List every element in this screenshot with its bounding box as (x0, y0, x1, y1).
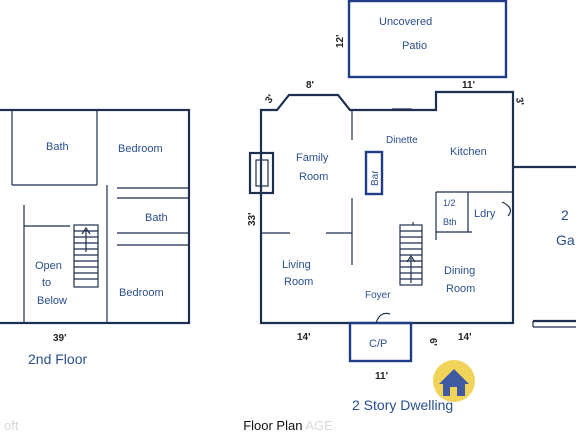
dim-patio-width: 11' (462, 80, 475, 91)
room-bath-1: Bath (46, 141, 69, 153)
caption: oft Floor Plan AGE (0, 418, 576, 433)
room-family-line2: Room (299, 171, 328, 183)
room-family-line1: Family (296, 152, 329, 164)
room-laundry: Ldry (474, 208, 496, 220)
room-bar: Bar (370, 170, 381, 186)
second-floor-plan: Bath Bedroom Bath Open to Below Bedroom … (0, 108, 191, 367)
dim-2nd-floor-width: 39' (53, 333, 67, 344)
room-cp: C/P (369, 338, 387, 350)
room-living-line1: Living (282, 259, 311, 271)
stairs-2nd-floor (73, 224, 99, 288)
fireplace (248, 151, 275, 195)
dim-patio-depth: 12' (335, 34, 346, 48)
dim-kitchen-bump: 3' (513, 97, 525, 107)
room-garage-line2: Ga (556, 232, 575, 248)
room-bath-2: Bath (145, 212, 168, 224)
first-floor-plan: Uncovered Patio 12' 11' 8' 3' 3' 33' Bar (247, 0, 576, 413)
dim-cp-width: 11' (375, 371, 388, 382)
stairs-1st-floor (399, 224, 423, 286)
room-open-to-below-line3: Below (37, 295, 67, 307)
caption-text: Floor Plan (243, 418, 303, 433)
room-garage-line1: 2 (561, 207, 569, 223)
dim-bay-depth: 3' (263, 93, 277, 106)
room-half-bath-line1: 1/2 (443, 198, 456, 208)
house-logo-icon (433, 360, 475, 402)
dim-right-front: 14' (458, 332, 472, 343)
room-dinette: Dinette (386, 135, 418, 146)
dim-bay-width: 8' (306, 80, 314, 91)
second-floor-title: 2nd Floor (28, 351, 87, 367)
room-dining-line2: Room (446, 283, 475, 295)
room-half-bath-line2: Bth (443, 217, 457, 227)
dim-left-front: 14' (297, 332, 311, 343)
dim-cp-depth: 6' (427, 338, 438, 346)
room-dining-line1: Dining (444, 265, 475, 277)
caption-left-faint: oft (4, 418, 19, 433)
room-uncovered-patio-line1: Uncovered (379, 16, 432, 28)
dim-depth: 33' (247, 212, 258, 226)
room-uncovered-patio-line2: Patio (402, 40, 427, 52)
room-bedroom-2: Bedroom (119, 287, 164, 299)
room-bedroom-1: Bedroom (118, 143, 163, 155)
room-open-to-below-line1: Open (35, 260, 62, 272)
room-foyer: Foyer (365, 290, 391, 301)
room-living-line2: Room (284, 276, 313, 288)
room-open-to-below-line2: to (42, 277, 51, 289)
room-kitchen: Kitchen (450, 146, 487, 158)
caption-right-faint: AGE (305, 418, 333, 433)
dwelling-title: 2 Story Dwelling (352, 397, 453, 413)
